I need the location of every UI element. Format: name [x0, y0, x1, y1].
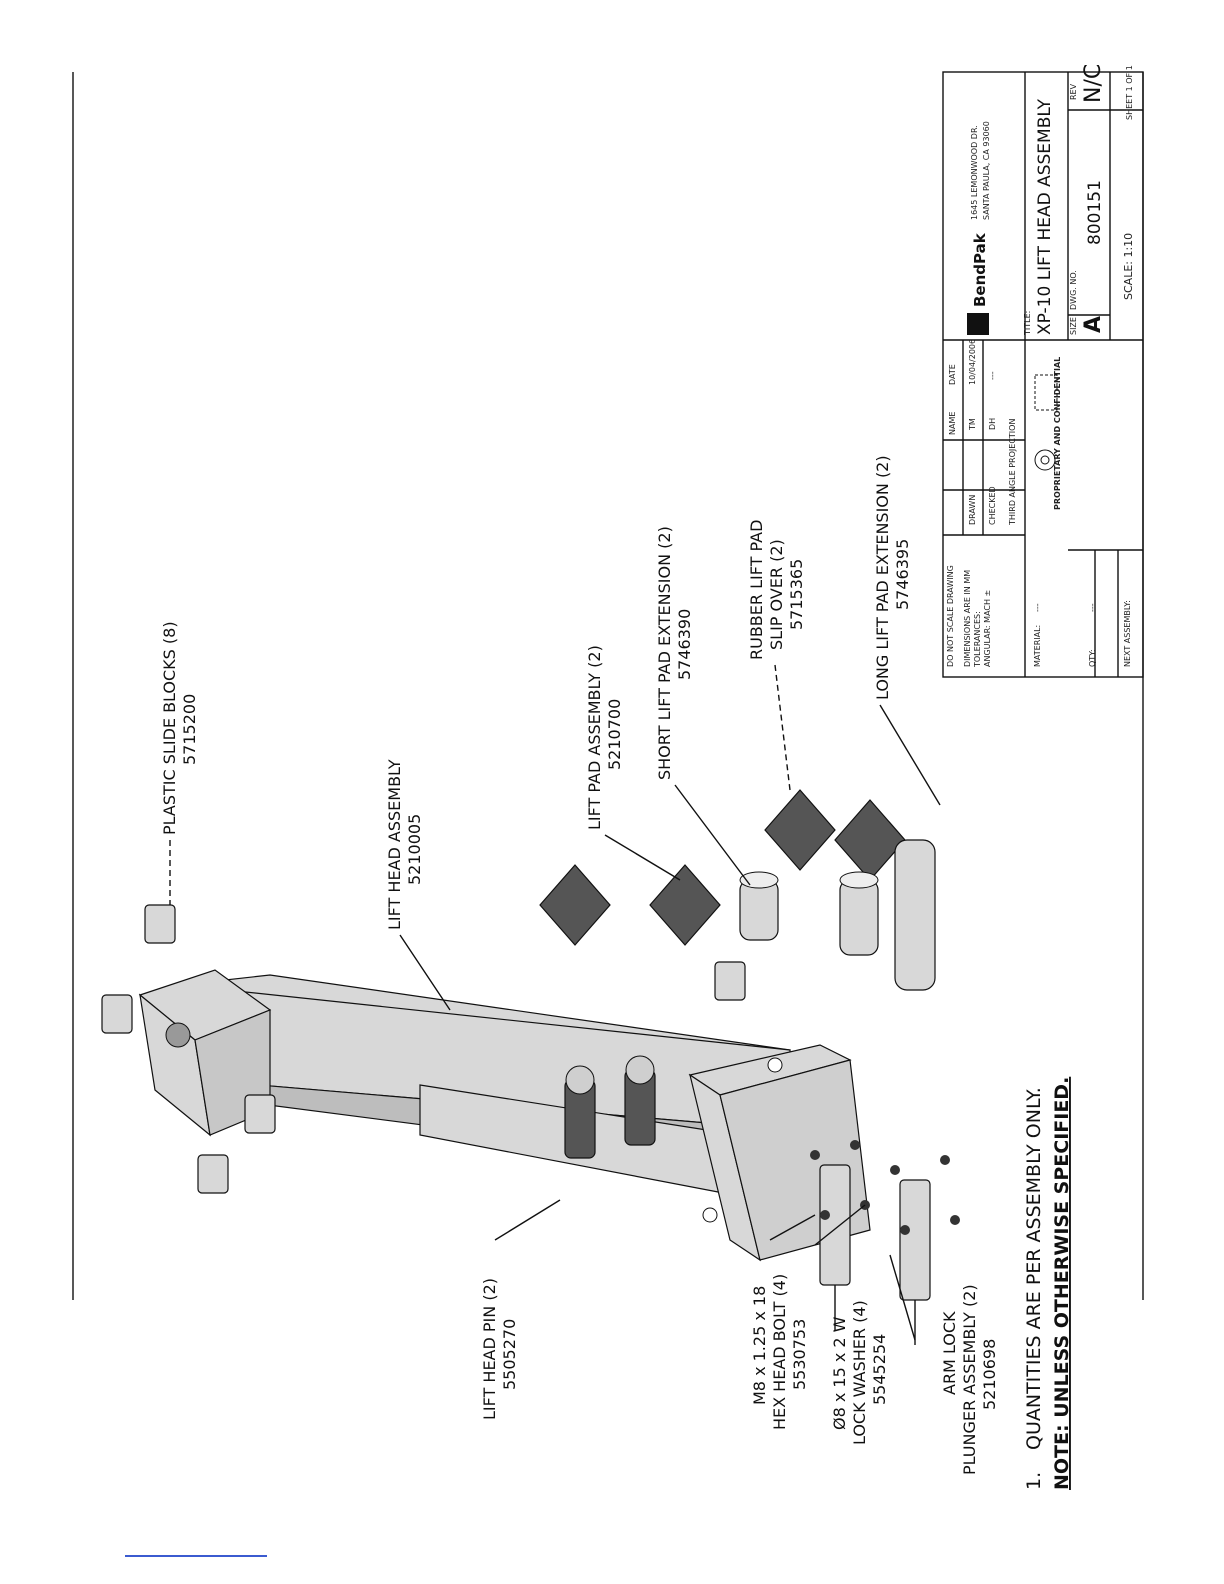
- drawing-title: XP-10 LIFT HEAD ASSEMBLY: [1035, 98, 1055, 335]
- hex-head-bolt-spec: M8 x 1.25 x 18: [750, 1286, 769, 1405]
- note-unless-specified: NOTE: UNLESS OTHERWISE SPECIFIED.: [1051, 1077, 1073, 1490]
- lock-washer-label: LOCK WASHER (4): [850, 1300, 869, 1445]
- checked-date: ---: [988, 371, 997, 380]
- plastic-slide-blocks-label: PLASTIC SLIDE BLOCKS (8): [160, 621, 179, 835]
- bendpak-logo-text: BendPak: [971, 232, 989, 307]
- lift-head-assembly-part-no: 5210005: [405, 814, 424, 885]
- scale-text: SCALE: 1:10: [1122, 233, 1135, 300]
- lift-head-pin-parts: [564, 1055, 656, 1159]
- projection-symbol: [1034, 374, 1058, 471]
- rev-label: REV: [1069, 83, 1078, 100]
- next-assembly-label: NEXT ASSEMBLY:: [1123, 600, 1132, 667]
- size-value: A: [1081, 316, 1106, 333]
- lock-washer-spec: Ø8 x 15 x 2 W: [830, 1316, 849, 1430]
- lift-head-pin-label: LIFT HEAD PIN (2): [480, 1278, 499, 1420]
- lift-head-assembly-label: LIFT HEAD ASSEMBLY: [385, 759, 404, 930]
- title-block: BendPak 1645 LEMONWOOD DR. SANTA PAULA, …: [942, 64, 1144, 678]
- dwg-no-value: 800151: [1085, 180, 1105, 245]
- long-lift-pad-extension-label: LONG LIFT PAD EXTENSION (2): [873, 455, 892, 700]
- assembly-illustration: [101, 789, 960, 1345]
- size-label: SIZE: [1069, 317, 1078, 335]
- arm-lock-plunger-parts: [819, 1164, 931, 1345]
- checked-name: DH: [988, 418, 997, 430]
- lift-head-assembly-part: [138, 969, 871, 1262]
- projection-label: THIRD ANGLE PROJECTION: [1008, 419, 1017, 526]
- rubber-lift-pad-label: RUBBER LIFT PAD: [747, 520, 766, 660]
- notes-block: 1. QUANTITIES ARE PER ASSEMBLY ONLY. NOT…: [1023, 1077, 1073, 1490]
- proprietary-label: PROPRIETARY AND CONFIDENTIAL: [1053, 357, 1062, 510]
- date-column-header: DATE: [948, 364, 957, 385]
- tolerances-label: TOLERANCES:: [973, 611, 982, 668]
- company-address-line1: 1645 LEMONWOOD DR.: [970, 125, 979, 220]
- lift-pad-extension-parts: [739, 839, 936, 991]
- arm-lock-label: ARM LOCK: [940, 1311, 959, 1395]
- short-lift-pad-extension-part-no: 5746390: [675, 609, 694, 680]
- lift-pad-parts: [539, 789, 906, 946]
- name-column-header: NAME: [948, 412, 957, 435]
- title-label: TITLE:: [1023, 311, 1032, 336]
- dimensions-label: DIMENSIONS ARE IN MM: [963, 570, 972, 667]
- drawn-label: DRAWN: [968, 495, 977, 525]
- callout-leaders: [169, 664, 941, 1341]
- qty-value: ---: [1088, 603, 1097, 612]
- lift-pad-assembly-part-no: 5210700: [605, 699, 624, 770]
- plunger-assembly-part-no: 5210698: [980, 1339, 999, 1410]
- callout-labels: PLASTIC SLIDE BLOCKS (8) 5715200 LIFT HE…: [160, 455, 999, 1475]
- rev-value: N/C: [1081, 64, 1106, 103]
- qty-label: QTY:: [1088, 649, 1097, 667]
- hex-head-bolt-part-no: 5530753: [790, 1319, 809, 1390]
- short-lift-pad-extension-label: SHORT LIFT PAD EXTENSION (2): [655, 526, 674, 780]
- material-label: MATERIAL:: [1033, 625, 1042, 667]
- lift-head-pin-part-no: 5505270: [500, 1319, 519, 1390]
- long-lift-pad-extension-part-no: 5746395: [893, 539, 912, 610]
- footer-rule: [125, 1555, 267, 1557]
- plastic-slide-block-parts: [101, 904, 746, 1194]
- angular-label: ANGULAR: MACH ±: [983, 590, 992, 667]
- plunger-assembly-label: PLUNGER ASSEMBLY (2): [960, 1284, 979, 1475]
- checked-label: CHECKED: [988, 486, 997, 525]
- bendpak-logo-mark: [967, 313, 989, 335]
- drawn-name: TM: [968, 418, 977, 431]
- do-not-scale-label: DO NOT SCALE DRAWING: [946, 565, 955, 667]
- note-item-text: QUANTITIES ARE PER ASSEMBLY ONLY.: [1023, 1087, 1045, 1450]
- rubber-lift-pad-part-no: 5715365: [787, 559, 806, 630]
- material-value: ---: [1033, 603, 1042, 612]
- drawn-date: 10/04/2006: [968, 339, 977, 385]
- plastic-slide-blocks-part-no: 5715200: [180, 694, 199, 765]
- hex-head-bolt-label: HEX HEAD BOLT (4): [770, 1274, 789, 1430]
- dwg-no-label: DWG. NO.: [1069, 270, 1078, 310]
- sheet-text: SHEET 1 OF 1: [1125, 65, 1134, 120]
- lock-washer-part-no: 5545254: [870, 1334, 889, 1405]
- lift-pad-assembly-label: LIFT PAD ASSEMBLY (2): [585, 645, 604, 830]
- company-address-line2: SANTA PAULA, CA 93060: [982, 121, 991, 220]
- rubber-lift-pad-slip-over: SLIP OVER (2): [767, 539, 786, 650]
- note-item-number: 1.: [1023, 1472, 1045, 1490]
